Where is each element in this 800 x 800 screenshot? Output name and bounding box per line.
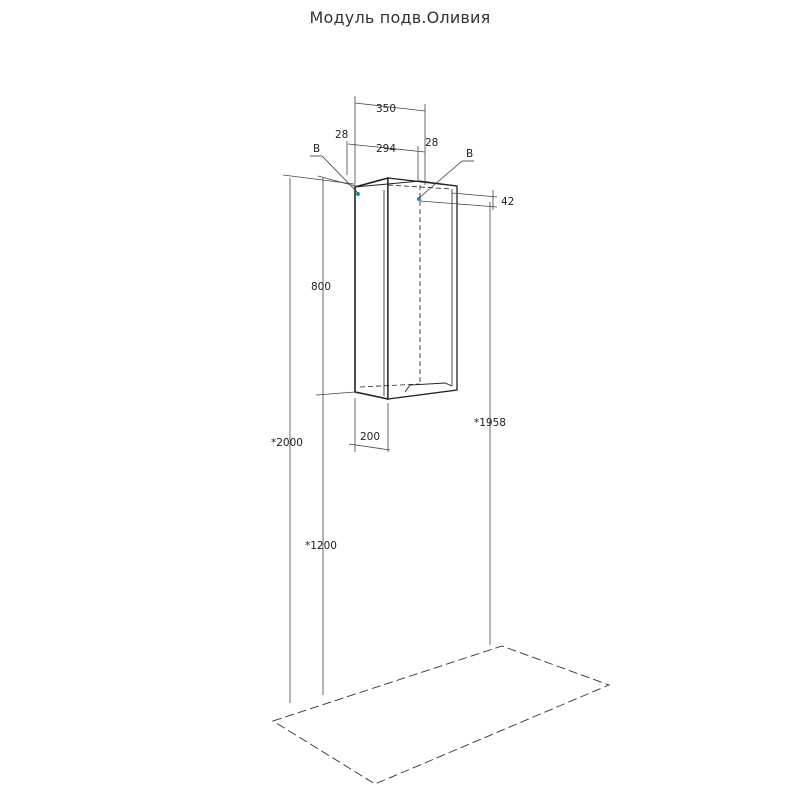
dim-line-350 (354, 102, 426, 112)
top-dimensions (346, 96, 498, 210)
marker-left-label: B (313, 143, 320, 155)
leader-right (418, 160, 463, 199)
cabinet-plinth-detail (404, 382, 453, 393)
dim-1200-label: *1200 (305, 540, 337, 552)
height-dimension (315, 175, 356, 396)
ext-42-bottom (419, 200, 498, 208)
dim-42-label: 42 (501, 196, 514, 208)
dim-200-label: 200 (360, 431, 380, 443)
cabinet-top-hidden-edge (387, 184, 453, 190)
floor-to-top-dimension (282, 174, 355, 703)
dim-800-label: 800 (311, 281, 331, 293)
floor-plane (271, 645, 611, 785)
cabinet-front-panel (354, 176, 389, 400)
cabinet-side-panel (387, 177, 458, 400)
dim-28-right-label: 28 (425, 137, 438, 149)
depth-dimension (348, 398, 391, 452)
dim-line-200 (348, 443, 391, 451)
cabinet (354, 176, 458, 400)
dim-2000-label: *2000 (271, 437, 303, 449)
mount-points: B B (310, 143, 474, 201)
dim-1958-label: *1958 (474, 417, 506, 429)
cabinet-top-edge (354, 180, 421, 188)
marker-right-label: B (466, 148, 473, 160)
dim-350-label: 350 (376, 103, 396, 115)
cabinet-bottom-hidden-edge (359, 383, 421, 388)
drawing-title: Модуль подв.Оливия (309, 8, 491, 27)
mount-point-right (417, 197, 421, 201)
ext-2000-top (282, 174, 355, 185)
ext-800-bottom (315, 391, 356, 396)
ext-42-top (451, 192, 498, 198)
dim-line-294 (347, 143, 426, 153)
dim-294-label: 294 (376, 143, 396, 155)
leader-left (321, 155, 359, 194)
dim-28-left-label: 28 (335, 129, 348, 141)
mount-point-left (356, 192, 360, 196)
ext-800-top (317, 175, 356, 187)
cabinet-top-back-edge (419, 180, 458, 187)
